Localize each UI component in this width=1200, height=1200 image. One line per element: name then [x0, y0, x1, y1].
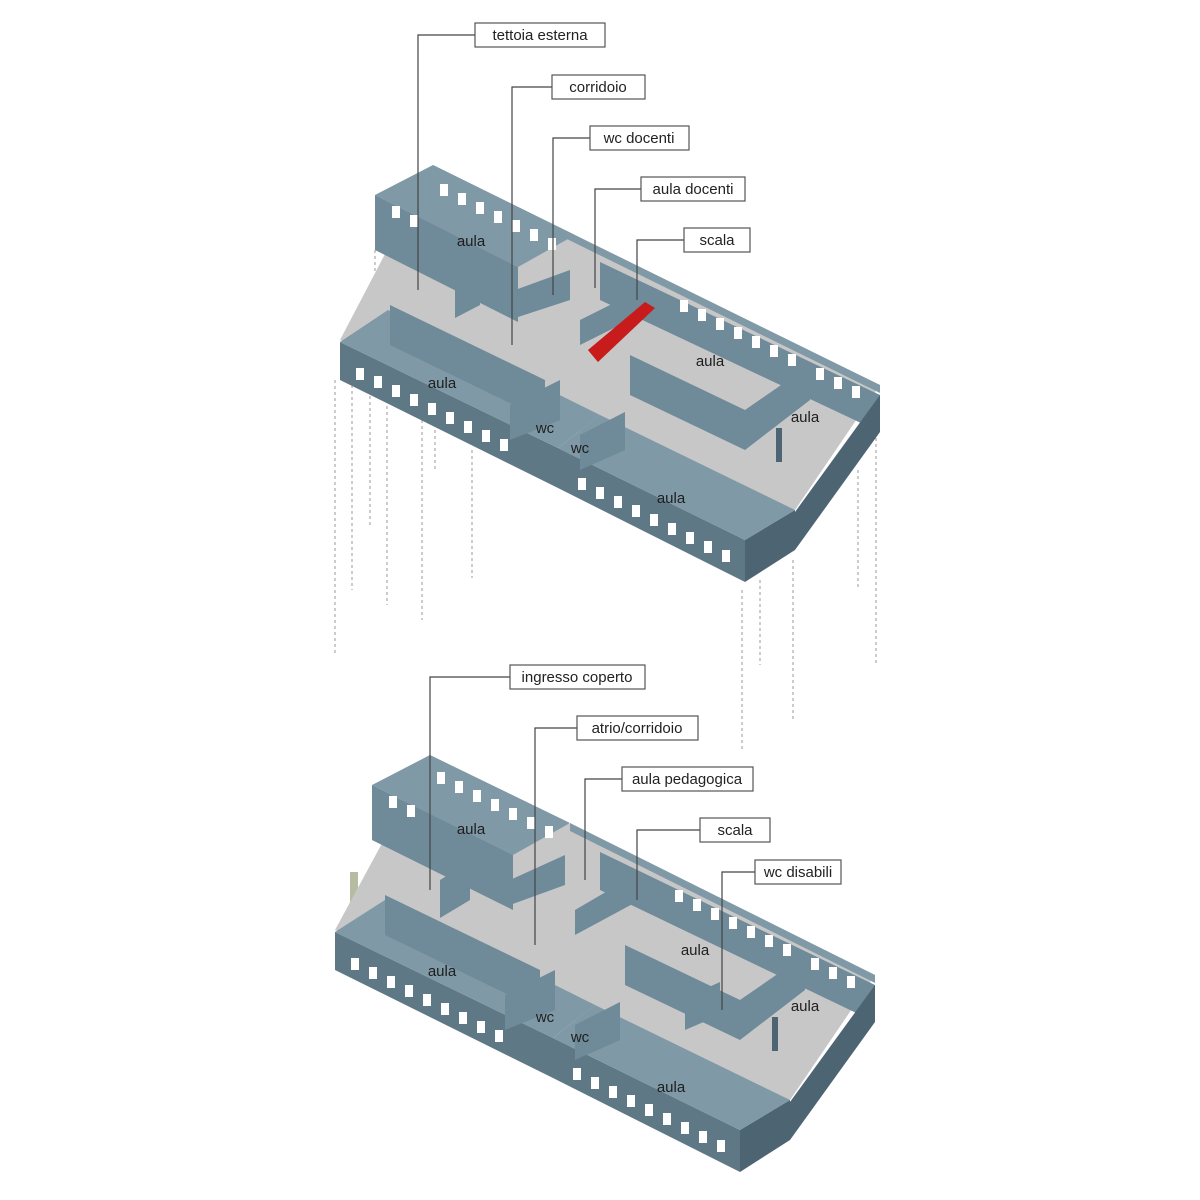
- upper-room-label: aula: [791, 409, 820, 426]
- lower-room-label: aula: [681, 942, 710, 959]
- upper-room-label: aula: [657, 490, 686, 507]
- upper-room-labels: aula aula aula aula wc wc aula: [428, 233, 820, 507]
- lower-room-labels: aula aula aula aula wc wc aula: [428, 821, 820, 1096]
- callout-label: corridoio: [569, 79, 627, 96]
- upper-room-label: wc: [570, 440, 590, 457]
- callout-label: tettoia esterna: [492, 27, 588, 44]
- lower-room-label: wc: [570, 1029, 590, 1046]
- lower-callouts: ingresso coperto atrio/corridoio aula pe…: [429, 664, 842, 1010]
- callout-label: scala: [717, 822, 753, 839]
- callout-label: wc disabili: [763, 864, 832, 881]
- upper-room-label: aula: [457, 233, 486, 250]
- callout-label: aula docenti: [653, 181, 734, 198]
- upper-room-label: aula: [696, 353, 725, 370]
- callout-label: wc docenti: [603, 130, 675, 147]
- lower-room-label: aula: [791, 998, 820, 1015]
- callout-label: aula pedagogica: [632, 771, 743, 788]
- callout-label: atrio/corridoio: [592, 720, 683, 737]
- upper-floor-plan: [340, 165, 880, 582]
- lower-back-windows: [389, 772, 855, 988]
- lower-room-label: aula: [428, 963, 457, 980]
- lower-floor-plan: [335, 755, 875, 1172]
- lower-room-label: aula: [457, 821, 486, 838]
- lower-room-label: wc: [535, 1009, 555, 1026]
- callout-label: scala: [699, 232, 735, 249]
- upper-room-label: aula: [428, 375, 457, 392]
- lower-room-label: aula: [657, 1079, 686, 1096]
- upper-stair-highlight: [588, 302, 655, 362]
- lower-front-windows: [351, 958, 725, 1152]
- upper-back-windows: [392, 184, 860, 398]
- upper-front-windows: [356, 368, 730, 562]
- dashed-projection-lines: [334, 250, 877, 752]
- callout-label: ingresso coperto: [522, 669, 633, 686]
- upper-callouts: tettoia esterna corridoio wc docenti aul…: [417, 22, 751, 345]
- upper-room-label: wc: [535, 420, 555, 437]
